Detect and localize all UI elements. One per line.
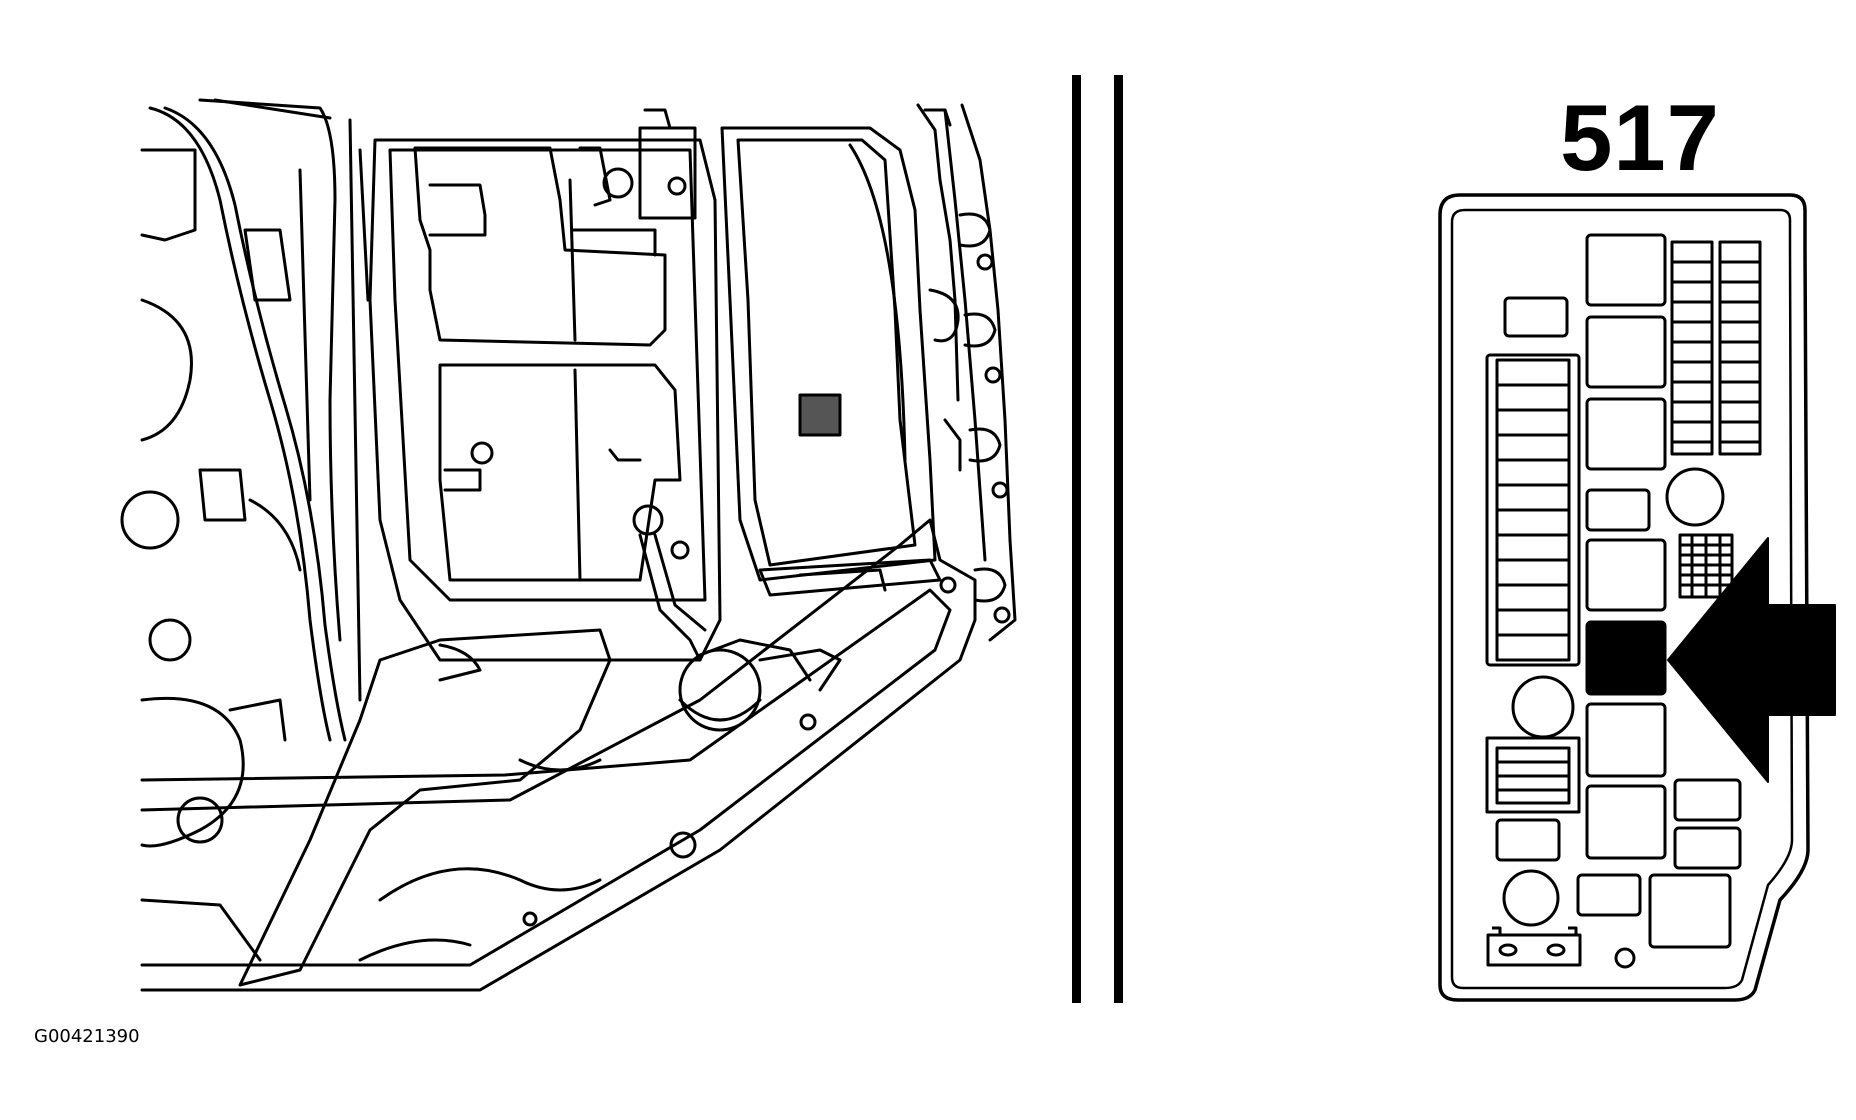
fuse-slot — [1576, 873, 1642, 917]
panel-divider — [1072, 75, 1123, 1003]
stud-terminal — [1511, 675, 1575, 739]
fuse-box-lid — [736, 138, 917, 567]
wire-harness — [198, 98, 342, 642]
fuse-box-outline — [1438, 193, 1810, 1002]
terminal-bar — [1486, 926, 1582, 967]
fuse-slot — [1495, 818, 1561, 862]
relay-slot — [1585, 233, 1667, 307]
pointer-arrow-icon — [1667, 537, 1836, 783]
flange-hole — [993, 606, 1011, 624]
wire-harness — [916, 103, 960, 402]
fuse-box-housing — [720, 126, 937, 582]
engine-component-round — [176, 796, 224, 844]
stud-terminal — [1665, 467, 1725, 527]
flange-hole — [984, 366, 1002, 384]
frame-bolt — [799, 713, 817, 731]
engine-component — [140, 148, 197, 242]
battery-terminal — [632, 504, 664, 536]
junction-stud — [667, 176, 687, 196]
divider-line-right — [1114, 75, 1123, 1003]
relay-slot — [1585, 488, 1651, 532]
stud-terminal — [1502, 869, 1560, 927]
fuse-box-layout — [1438, 193, 1836, 1002]
flange-hole — [976, 253, 994, 271]
engine-component-round — [120, 490, 180, 550]
fuse-517-highlight — [1585, 620, 1667, 696]
fuse-bank-top-right — [1670, 240, 1762, 456]
fuse-slot — [1673, 778, 1742, 822]
battery-tray-inner — [388, 148, 707, 602]
battery-tray — [368, 138, 722, 662]
fuse-box-location-marker — [798, 393, 842, 437]
body-frame-inner — [140, 588, 952, 967]
bracket — [238, 628, 612, 987]
engine-compartment-illustration — [120, 98, 1017, 992]
figure-id: G00421390 — [34, 1026, 140, 1047]
relay-slot — [1585, 702, 1667, 778]
wire-harness — [163, 106, 347, 742]
relay-slot — [1648, 873, 1732, 949]
relay-slot — [1503, 296, 1569, 338]
battery-cover-upper — [413, 146, 667, 347]
relay-slot — [1585, 315, 1667, 389]
divider-line-left — [1072, 75, 1081, 1003]
junction-stud — [602, 167, 634, 199]
fuse-slot — [1673, 826, 1742, 870]
flange-hole — [991, 481, 1009, 499]
frame-bolt — [669, 831, 697, 859]
frame-bolt — [522, 911, 538, 927]
junction-block — [638, 126, 697, 220]
frame-bolt — [939, 576, 957, 594]
relay-slot — [1585, 784, 1667, 860]
relay-slot — [1585, 538, 1667, 612]
battery-vent-plug — [470, 441, 494, 465]
fuse-number-label: 517 — [1560, 85, 1720, 190]
relay-slot — [1585, 397, 1667, 471]
fender-flange — [960, 103, 1017, 642]
fender-flange-inner — [943, 108, 987, 562]
mini-fuse-block — [1678, 533, 1734, 599]
screw-hole — [1614, 947, 1636, 969]
fuse-strip-lower-left — [1485, 736, 1581, 814]
battery-terminal — [670, 540, 690, 560]
engine-component-round — [148, 618, 192, 662]
reservoir-cap — [678, 648, 762, 732]
wire-harness — [148, 106, 332, 742]
battery-cover-lower — [438, 363, 682, 582]
fuse-strip-left — [1485, 353, 1581, 667]
fuse-box-outline-inner — [1450, 208, 1794, 990]
body-frame-outline — [140, 518, 977, 992]
